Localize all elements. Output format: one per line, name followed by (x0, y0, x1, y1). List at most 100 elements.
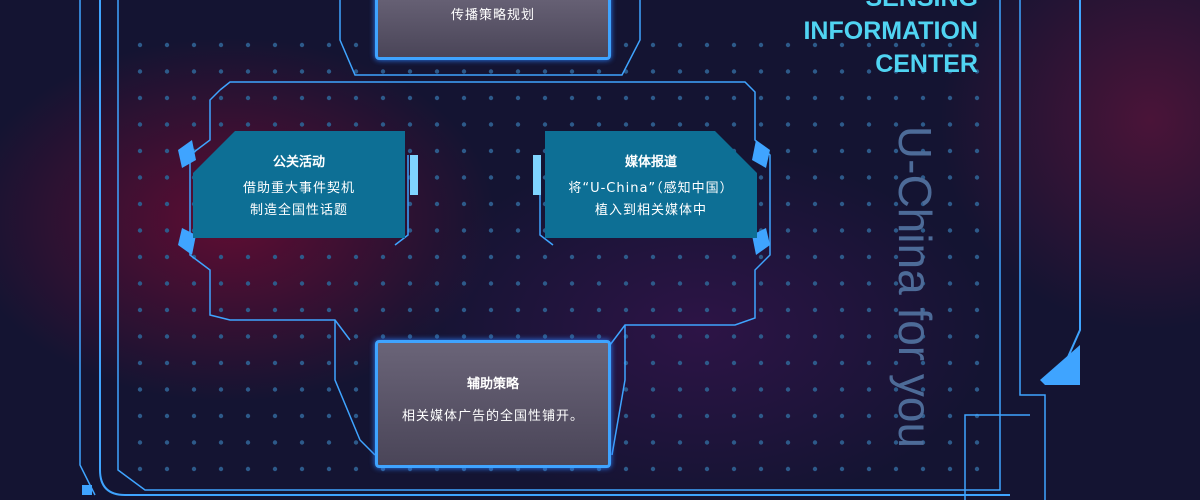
grid-dot (974, 148, 980, 154)
grid-dot (866, 175, 872, 180)
grid-dot (785, 387, 791, 392)
grid-dot (596, 281, 602, 286)
grid-dot (569, 281, 575, 286)
grid-dot (218, 360, 224, 366)
grid-dot (380, 307, 386, 313)
grid-dot (893, 69, 899, 74)
grid-dot (812, 466, 818, 472)
grid-dot (407, 95, 413, 101)
grid-dot (164, 360, 170, 366)
grid-dot (434, 254, 440, 260)
grid-dot (974, 42, 980, 48)
grid-dot (623, 307, 629, 313)
grid-dot (947, 360, 953, 366)
grid-dot (272, 122, 278, 127)
grid-dot (920, 413, 926, 419)
grid-dot (461, 148, 467, 154)
grid-dot (245, 413, 251, 419)
grid-dot (137, 307, 143, 313)
grid-dot (893, 95, 899, 101)
grid-dot (191, 42, 197, 48)
grid-dot (488, 201, 494, 207)
grid-dot (407, 201, 413, 207)
grid-dot (650, 413, 656, 419)
right-card-line-1: 将“U-China”（感知中国） (568, 181, 734, 196)
grid-dot (974, 201, 980, 207)
grid-dot (299, 360, 305, 366)
grid-dot (569, 69, 575, 74)
grid-dot (893, 307, 899, 313)
grid-dot (758, 360, 764, 366)
left-card-title: 公关活动 (272, 155, 325, 170)
grid-dot (623, 466, 629, 472)
right-card-line-2: 植入到相关媒体中 (594, 203, 707, 218)
grid-dot (839, 281, 845, 286)
grid-dot (893, 334, 899, 339)
grid-dot (380, 334, 386, 339)
grid-dot (677, 95, 683, 101)
grid-dot (272, 95, 278, 101)
grid-dot (488, 148, 494, 154)
grid-dot (623, 42, 629, 48)
grid-dot (704, 360, 710, 366)
grid-dot (920, 254, 926, 260)
grid-dot (596, 95, 602, 101)
grid-dot (893, 148, 899, 154)
grid-dot (785, 201, 791, 207)
grid-dot (947, 175, 953, 180)
brand-line-1: SENSING (803, 0, 978, 15)
grid-dot (164, 466, 170, 472)
grid-dot (866, 122, 872, 127)
grid-dot (974, 387, 980, 392)
grid-dot (515, 148, 521, 154)
grid-dot (515, 95, 521, 101)
grid-dot (947, 413, 953, 419)
grid-dot (515, 307, 521, 313)
grid-dot (461, 69, 467, 74)
grid-dot (272, 307, 278, 313)
grid-dot (434, 201, 440, 207)
grid-dot (353, 413, 359, 419)
grid-dot (731, 387, 737, 392)
grid-dot (893, 228, 899, 233)
grid-dot (974, 122, 980, 127)
grid-dot (191, 307, 197, 313)
left-card-line-2: 制造全国性话题 (249, 203, 348, 218)
grid-dot (785, 228, 791, 233)
grid-dot (785, 440, 791, 445)
grid-dot (974, 466, 980, 472)
grid-dot (353, 69, 359, 74)
grid-dot (785, 360, 791, 366)
grid-dot (245, 69, 251, 74)
grid-dot (461, 228, 467, 233)
grid-dot (785, 69, 791, 74)
grid-dot (515, 122, 521, 127)
grid-dot (191, 95, 197, 101)
grid-dot (191, 334, 197, 339)
grid-dot (947, 148, 953, 154)
grid-dot (353, 387, 359, 392)
grid-dot (785, 148, 791, 154)
grid-dot (758, 95, 764, 101)
grid-dot (137, 254, 143, 260)
grid-dot (758, 281, 764, 286)
grid-dot (785, 281, 791, 286)
grid-dot (650, 360, 656, 366)
grid-dot (434, 334, 440, 339)
grid-dot (677, 334, 683, 339)
grid-dot (677, 387, 683, 392)
grid-dot (704, 281, 710, 286)
grid-dot (245, 95, 251, 101)
grid-dot (974, 69, 980, 74)
grid-dot (137, 440, 143, 445)
grid-dot (380, 95, 386, 101)
grid-dot (623, 254, 629, 260)
grid-dot (191, 466, 197, 472)
grid-dot (947, 69, 953, 74)
grid-dot (947, 307, 953, 313)
grid-dot (515, 254, 521, 260)
grid-dot (920, 387, 926, 392)
grid-dot (947, 334, 953, 339)
grid-dot (974, 440, 980, 445)
grid-dot (380, 122, 386, 127)
